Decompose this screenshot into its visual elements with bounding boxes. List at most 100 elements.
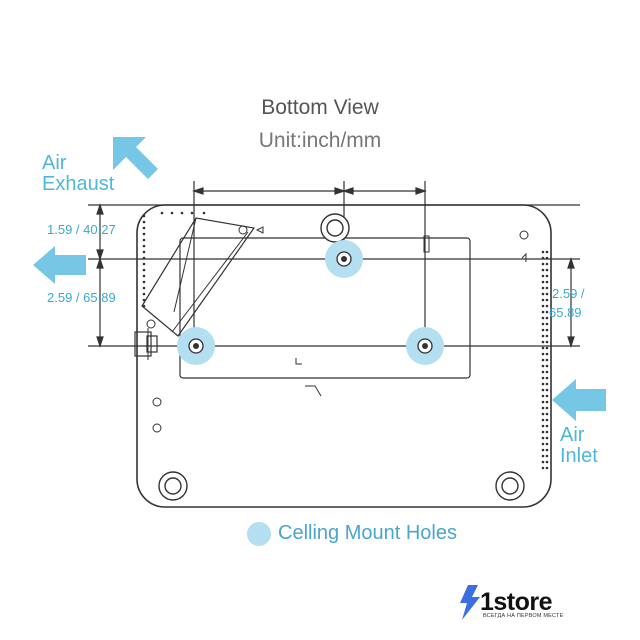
vent-dot xyxy=(545,310,549,314)
vent-dot xyxy=(541,310,545,314)
vent-dot xyxy=(545,430,549,434)
vent-dot xyxy=(545,286,549,290)
vent-dot xyxy=(545,418,549,422)
vent-dot xyxy=(142,262,146,266)
vent-dot xyxy=(545,382,549,386)
brand-name: 1store xyxy=(480,588,553,616)
vent-dot xyxy=(142,268,146,272)
vent-dot xyxy=(545,322,549,326)
vent-dot xyxy=(541,442,545,446)
vent-dot xyxy=(545,364,549,368)
vent-dot xyxy=(142,292,146,296)
air-inlet-label-line2: Inlet xyxy=(560,445,598,467)
vent-dot xyxy=(541,382,545,386)
vent-dot xyxy=(541,418,545,422)
exhaust-arrow-diagonal-icon xyxy=(113,137,158,179)
vent-dot xyxy=(545,280,549,284)
vent-dot xyxy=(541,340,545,344)
vent-dot xyxy=(545,292,549,296)
vent-dot xyxy=(541,454,545,458)
vent-dot xyxy=(541,274,545,278)
vent-dot xyxy=(545,424,549,428)
vent-dot xyxy=(541,412,545,416)
vent-dot xyxy=(541,394,545,398)
vent-dot xyxy=(545,454,549,458)
vent-dot xyxy=(541,292,545,296)
legend-label: Celling Mount Holes xyxy=(278,522,457,544)
vent-dot xyxy=(545,346,549,350)
vent-dot xyxy=(545,328,549,332)
logo-bolt-icon xyxy=(460,585,480,620)
vent-dot xyxy=(142,304,146,308)
vent-dot xyxy=(541,370,545,374)
vent-dot xyxy=(541,430,545,434)
vent-dot xyxy=(545,400,549,404)
vent-dot xyxy=(545,340,549,344)
vent-dot xyxy=(545,412,549,416)
vent-dots xyxy=(142,211,549,470)
vent-dot xyxy=(541,352,545,356)
vent-dot xyxy=(545,268,549,272)
dimension-label-c-line2: 65.89 xyxy=(549,305,582,320)
vent-dot xyxy=(545,274,549,278)
dimension-label-c-line1: 2.59 / xyxy=(552,286,585,301)
vent-dot xyxy=(142,238,146,242)
vent-dot xyxy=(541,448,545,452)
vent-dot xyxy=(142,256,146,260)
rubber-feet xyxy=(158,213,525,501)
vent-dot xyxy=(545,406,549,410)
vent-dot xyxy=(545,394,549,398)
vent-dot xyxy=(545,448,549,452)
vent-dot xyxy=(541,406,545,410)
vent-dot xyxy=(541,262,545,266)
vent-dot xyxy=(545,376,549,380)
vent-dot xyxy=(142,226,146,230)
air-exhaust-label-line2: Exhaust xyxy=(42,173,115,195)
exhaust-arrow-left-icon xyxy=(33,246,86,284)
vent-dot xyxy=(142,214,146,218)
air-exhaust-label-line1: Air xyxy=(42,152,67,174)
vent-dot xyxy=(541,424,545,428)
vent-dot xyxy=(541,322,545,326)
vent-dot xyxy=(541,346,545,350)
vent-dot xyxy=(545,370,549,374)
vent-dot xyxy=(541,298,545,302)
vent-dot xyxy=(545,442,549,446)
vent-dot xyxy=(541,364,545,368)
vent-dot xyxy=(541,334,545,338)
diagram-title: Bottom View xyxy=(261,96,379,119)
vent-dot xyxy=(545,250,549,254)
vent-dot xyxy=(541,460,545,464)
dimension-label-a: 1.59 / 40.27 xyxy=(47,222,116,237)
inlet-arrow-left-icon xyxy=(552,379,606,421)
vent-dot xyxy=(541,280,545,284)
ceiling-mount-holes xyxy=(177,240,444,365)
vent-dot xyxy=(142,250,146,254)
unit-label: Unit:inch/mm xyxy=(258,129,382,152)
vent-dot xyxy=(541,316,545,320)
vent-dot xyxy=(541,256,545,260)
vent-dot xyxy=(142,232,146,236)
vent-dot xyxy=(541,358,545,362)
vent-dot xyxy=(190,211,194,215)
vent-dot xyxy=(541,304,545,308)
vent-dot xyxy=(142,220,146,224)
vent-dot xyxy=(541,250,545,254)
vent-dot xyxy=(545,304,549,308)
vent-dot xyxy=(142,280,146,284)
vent-dot xyxy=(142,298,146,302)
vent-dot xyxy=(541,328,545,332)
vent-dot xyxy=(545,388,549,392)
vent-dot xyxy=(545,358,549,362)
dimension-label-b: 2.59 / 65.89 xyxy=(47,290,116,305)
vent-dot xyxy=(541,388,545,392)
vent-dot xyxy=(180,211,184,215)
legend-mount-hole-icon xyxy=(247,522,271,546)
vent-dot xyxy=(170,211,174,215)
top-dimension-lines xyxy=(192,181,427,350)
vent-dot xyxy=(545,460,549,464)
vent-dot xyxy=(202,211,206,215)
air-inlet-label-line1: Air xyxy=(560,424,585,446)
vent-dot xyxy=(541,286,545,290)
